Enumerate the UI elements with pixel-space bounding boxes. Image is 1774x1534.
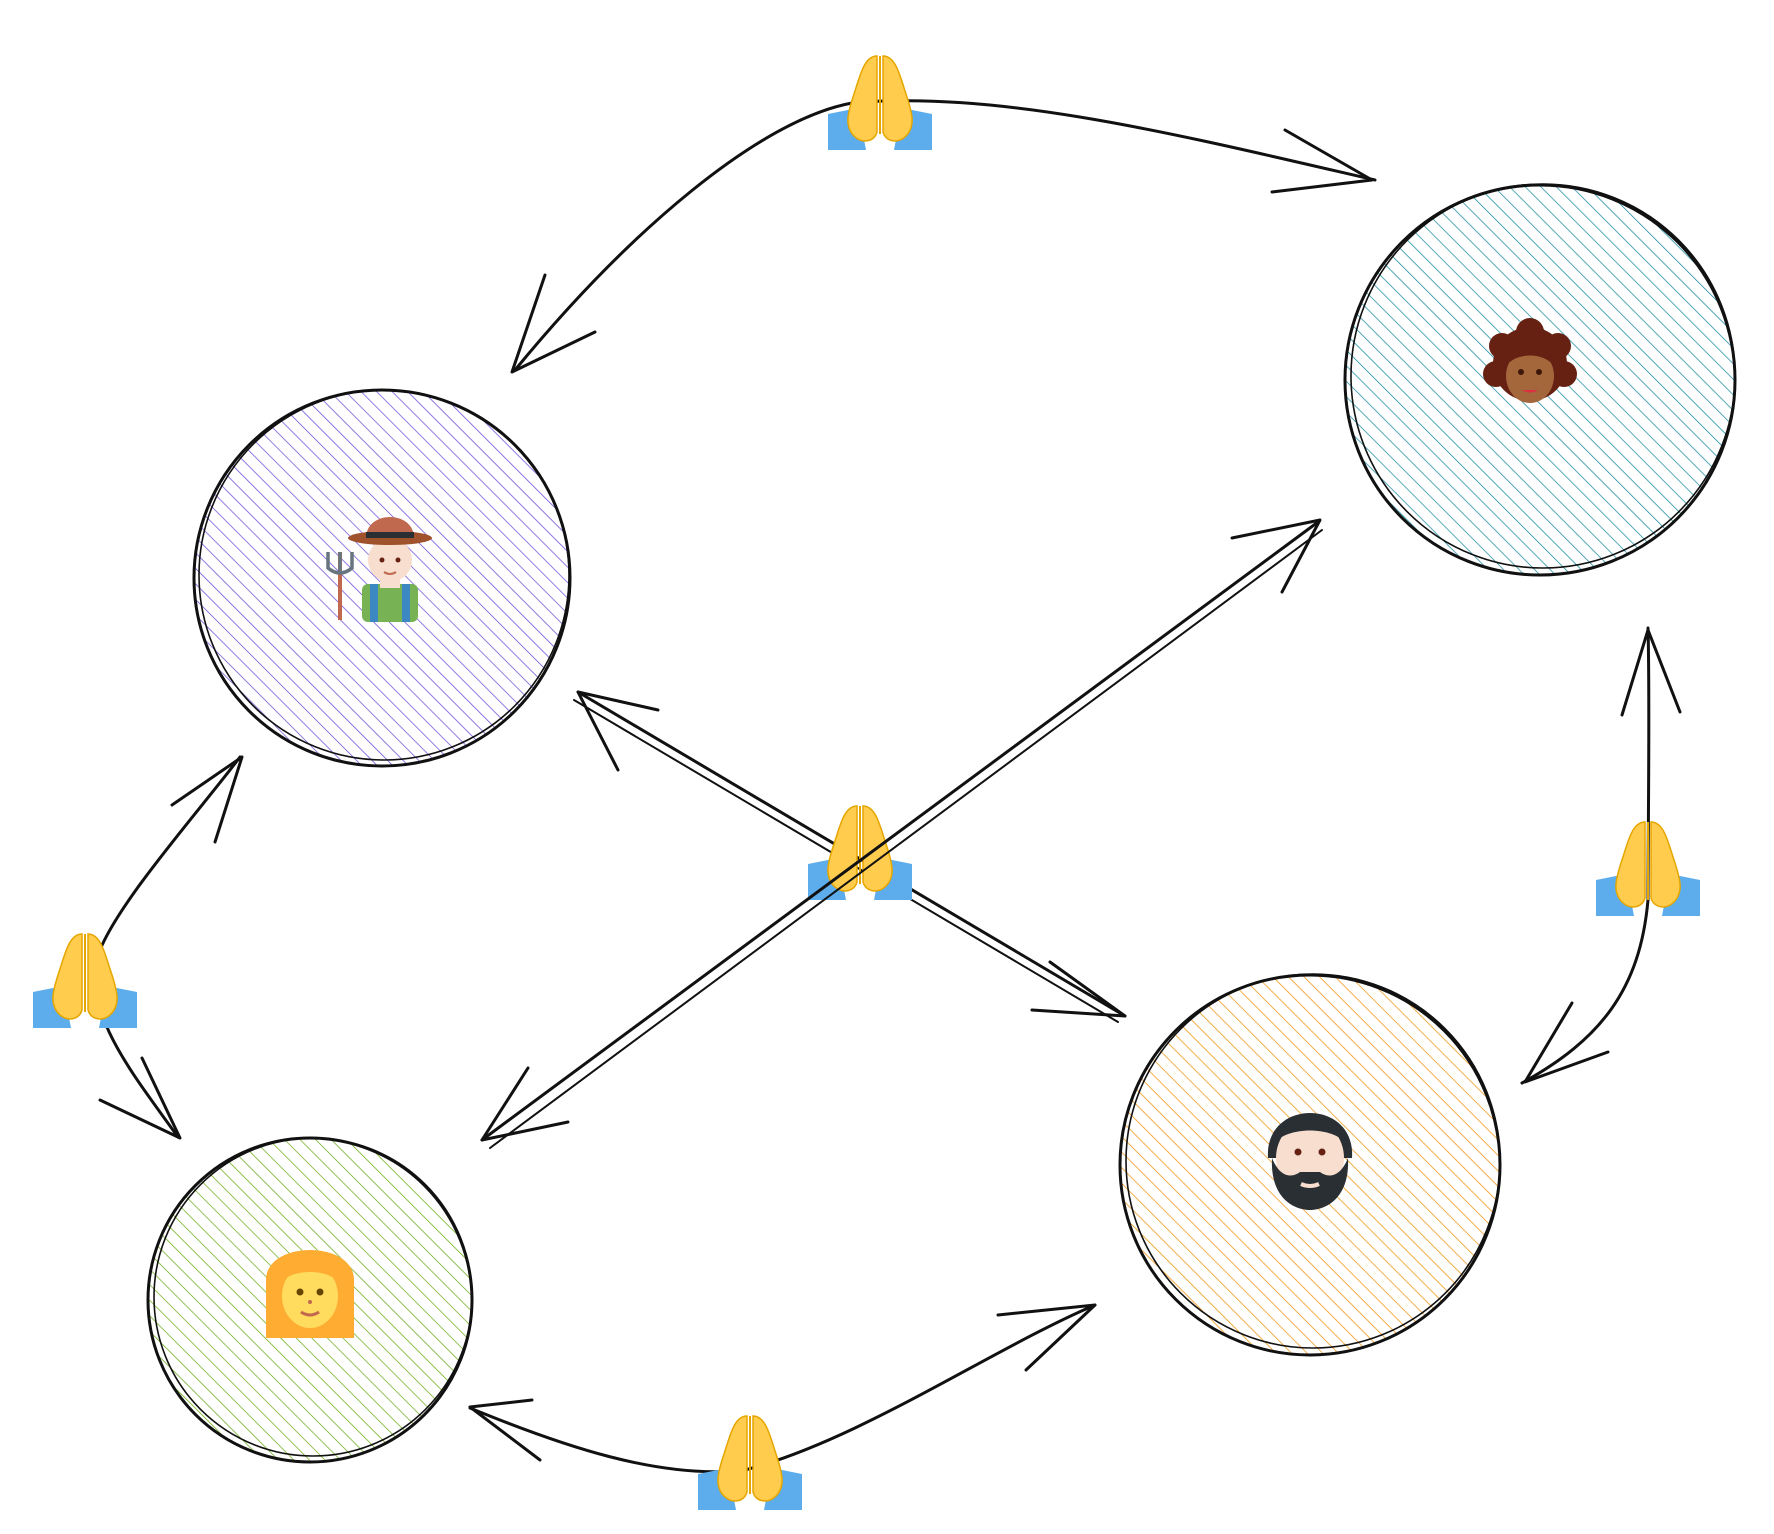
man-beard-icon	[1267, 1113, 1353, 1210]
edge-curly-beard	[1520, 626, 1701, 1085]
node-farmer[interactable]	[192, 388, 572, 768]
edge-farmer-blonde	[32, 755, 244, 1140]
woman-blonde-icon	[266, 1250, 354, 1338]
edge-farmer-beard	[573, 690, 1127, 1023]
farmer-icon	[326, 517, 432, 622]
edge-curly-blonde	[480, 518, 1323, 1149]
edge-farmer-curly	[510, 55, 1377, 374]
node-man-beard[interactable]	[1118, 973, 1502, 1357]
node-woman-blonde[interactable]	[146, 1136, 474, 1464]
edges-layer	[32, 55, 1701, 1511]
node-woman-curly[interactable]	[1343, 183, 1737, 577]
woman-curly-hair-icon	[1483, 318, 1577, 403]
edge-blonde-beard	[468, 1303, 1097, 1511]
folded-hands-icon	[697, 1415, 803, 1511]
nodes-layer	[146, 183, 1737, 1464]
folded-hands-icon	[827, 55, 933, 151]
folded-hands-icon	[32, 933, 138, 1029]
